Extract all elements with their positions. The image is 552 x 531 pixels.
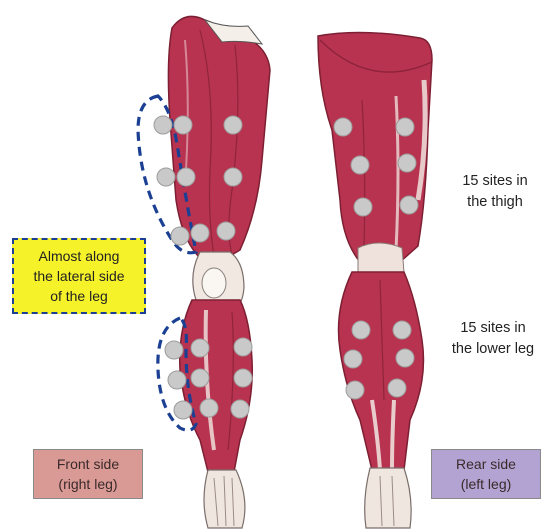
measurement-site xyxy=(174,401,192,419)
thigh-sites-text: 15 sites in the thigh xyxy=(462,173,527,210)
measurement-site xyxy=(334,118,352,136)
rear-leg-illustration xyxy=(318,32,432,528)
measurement-site xyxy=(351,156,369,174)
lateral-side-callout: Almost along the lateral side of the leg xyxy=(12,238,146,314)
measurement-site xyxy=(154,116,172,134)
measurement-site xyxy=(191,339,209,357)
measurement-site xyxy=(191,224,209,242)
lower-leg-sites-text: 15 sites in the lower leg xyxy=(452,320,534,357)
measurement-site xyxy=(224,168,242,186)
rear-side-text: Rear side (left leg) xyxy=(456,454,516,494)
measurement-site xyxy=(346,381,364,399)
measurement-site xyxy=(200,399,218,417)
measurement-site xyxy=(352,321,370,339)
front-lower-leg-sites xyxy=(165,338,252,419)
front-side-label: Front side (right leg) xyxy=(33,449,143,499)
measurement-site xyxy=(354,198,372,216)
measurement-site xyxy=(398,154,416,172)
front-side-text: Front side (right leg) xyxy=(57,454,119,494)
measurement-site xyxy=(171,227,189,245)
measurement-site xyxy=(224,116,242,134)
measurement-site xyxy=(191,369,209,387)
measurement-site xyxy=(231,400,249,418)
callout-text: Almost along the lateral side of the leg xyxy=(33,246,124,306)
measurement-site xyxy=(174,116,192,134)
measurement-site xyxy=(177,168,195,186)
front-leg-illustration xyxy=(168,16,270,528)
measurement-site xyxy=(165,341,183,359)
measurement-site xyxy=(168,371,186,389)
measurement-site xyxy=(393,321,411,339)
measurement-site xyxy=(400,196,418,214)
measurement-site xyxy=(388,379,406,397)
measurement-site xyxy=(234,369,252,387)
measurement-site xyxy=(217,222,235,240)
measurement-site xyxy=(396,118,414,136)
measurement-site xyxy=(234,338,252,356)
lower-leg-sites-note: 15 sites in the lower leg xyxy=(434,318,552,360)
measurement-site xyxy=(157,168,175,186)
measurement-site xyxy=(344,350,362,368)
rear-side-label: Rear side (left leg) xyxy=(431,449,541,499)
measurement-site xyxy=(396,349,414,367)
thigh-sites-note: 15 sites in the thigh xyxy=(440,171,550,213)
